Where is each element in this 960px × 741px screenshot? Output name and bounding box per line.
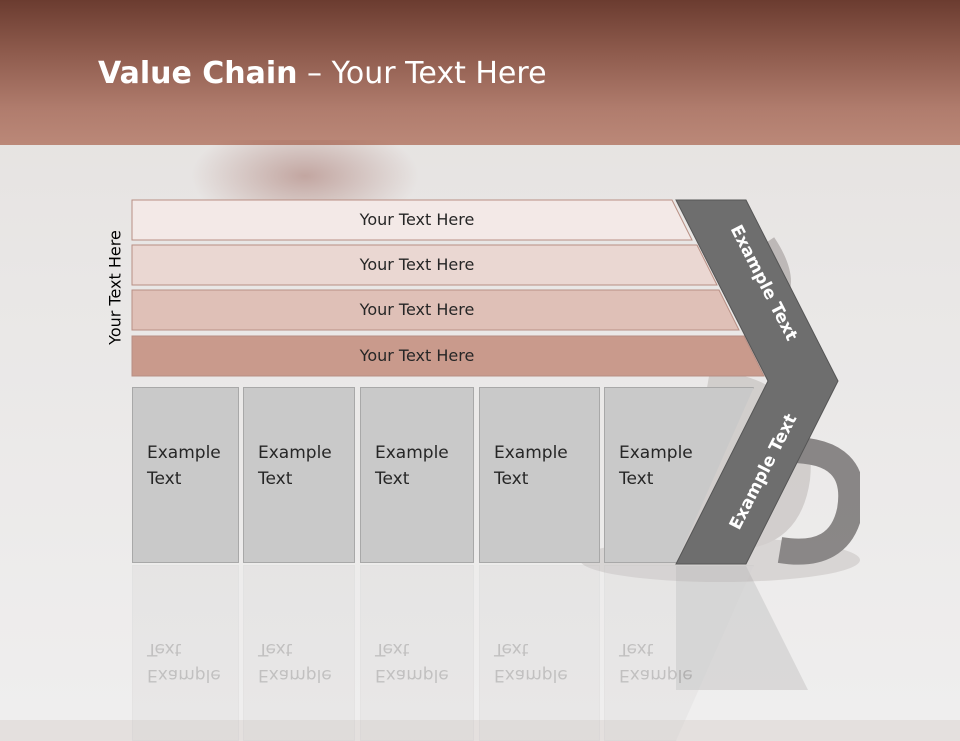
slide-title[interactable]: Value Chain – Your Text Here <box>98 56 547 91</box>
column-reflection-1: Example Text <box>132 565 239 741</box>
chevron-arrow <box>675 199 839 690</box>
column-box-label: Example Text <box>494 443 568 489</box>
text-bar-label: Your Text Here <box>359 210 475 229</box>
column-box-label: Example Text <box>619 443 693 489</box>
column-reflection-3: Example Text <box>360 565 474 741</box>
header-banner: Value Chain – Your Text Here <box>0 0 960 145</box>
text-bar-2[interactable]: Your Text Here <box>131 244 718 286</box>
text-bar-3[interactable]: Your Text Here <box>131 289 740 331</box>
text-bar-label: Your Text Here <box>359 255 475 274</box>
column-reflection-label: Example Text <box>494 639 568 685</box>
column-box-label: Example Text <box>375 443 449 489</box>
column-box-4[interactable]: Example Text <box>479 387 600 563</box>
column-box-2[interactable]: Example Text <box>243 387 355 563</box>
column-reflection-2: Example Text <box>243 565 355 741</box>
column-reflection-label: Example Text <box>258 639 332 685</box>
reflection: Example Text Example Text Example Text Exam… <box>0 565 960 741</box>
text-bar-4[interactable]: Your Text Here <box>131 335 765 377</box>
column-reflection-label: Example Text <box>375 639 449 685</box>
chevron-arrow-shape <box>675 199 839 565</box>
title-bold: Value Chain <box>98 56 298 91</box>
column-box-1[interactable]: Example Text <box>132 387 239 563</box>
column-reflection-5: Example Text <box>604 565 754 741</box>
text-bar-label: Your Text Here <box>359 346 475 365</box>
title-rest: – Your Text Here <box>297 56 547 91</box>
chevron-arrow-reflection <box>676 566 808 690</box>
column-box-label: Example Text <box>258 443 332 489</box>
text-bar-label: Your Text Here <box>359 300 475 319</box>
column-box-label: Example Text <box>147 443 221 489</box>
column-reflection-label: Example Text <box>147 639 221 685</box>
column-reflection-4: Example Text <box>479 565 600 741</box>
text-bar-1[interactable]: Your Text Here <box>131 199 693 241</box>
column-box-3[interactable]: Example Text <box>360 387 474 563</box>
column-reflection-label: Example Text <box>619 639 693 685</box>
